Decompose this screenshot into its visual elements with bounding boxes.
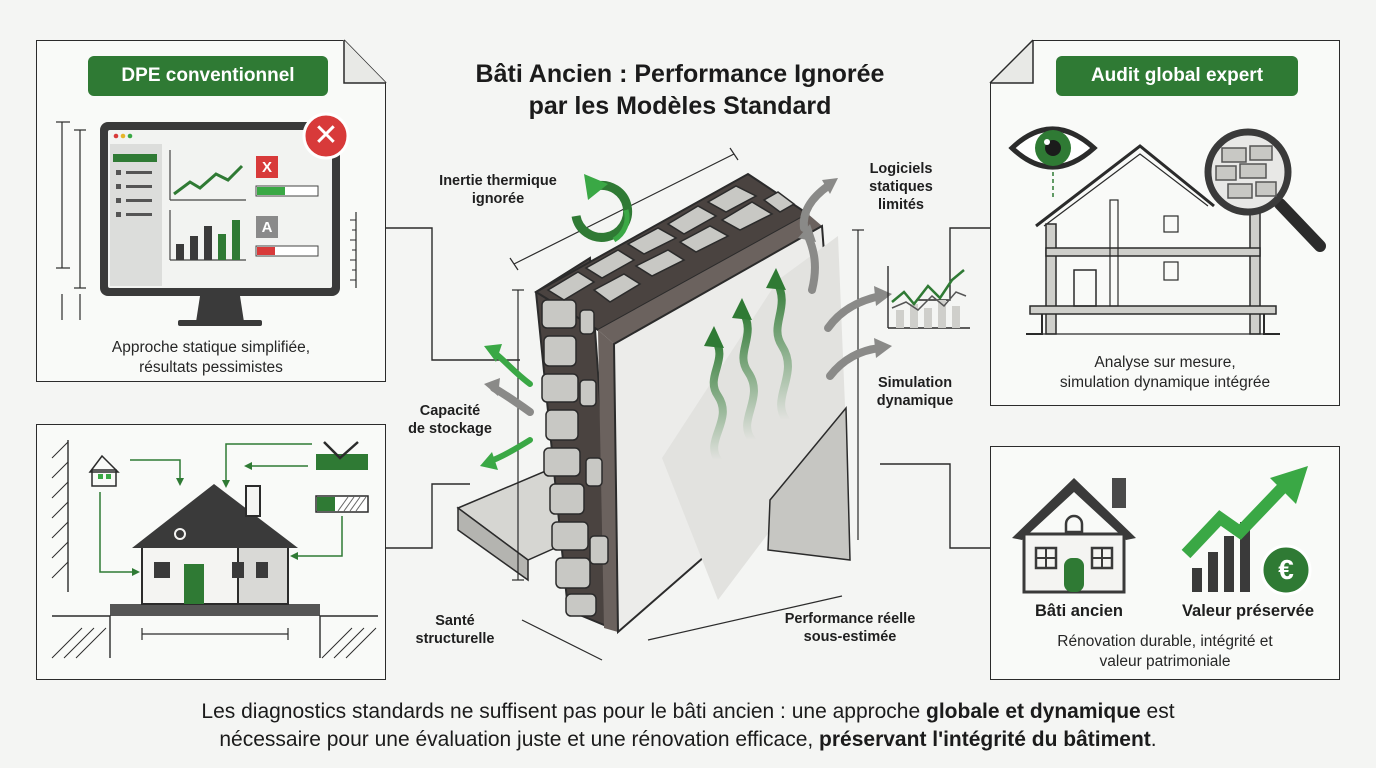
- cycle-arrow-icon: [571, 174, 633, 243]
- grade-x-label: X: [261, 159, 272, 176]
- label-performance-line-1: Performance réelle: [784, 611, 916, 627]
- label-software-line-1: Logiciels: [869, 161, 933, 177]
- label-storage: Capacité de stockage: [392, 402, 508, 438]
- grade-a-label: A: [261, 219, 273, 236]
- close-icon: ✕: [313, 119, 339, 152]
- audit-badge: Audit global expert: [1056, 56, 1298, 96]
- footer-line-1: Les diagnostics standards ne suffisent p…: [0, 698, 1376, 726]
- house-icon: [1012, 478, 1136, 594]
- footer-line-1-b: globale et dynamique: [926, 700, 1141, 723]
- eye-icon: [1008, 126, 1098, 170]
- label-health-line-2: structurelle: [415, 631, 495, 647]
- label-performance: Performance réelle sous-estimée: [760, 610, 940, 646]
- title-line-1: Bâti Ancien : Performance Ignorée: [475, 60, 885, 88]
- label-simulation-line-2: dynamique: [876, 393, 954, 409]
- label-storage-line-1: Capacité: [419, 403, 481, 419]
- euro-icon: [1260, 544, 1312, 596]
- label-health: Santé structurelle: [400, 612, 510, 648]
- value-item-1: Bâti ancien: [1034, 602, 1124, 620]
- dpe-caption-line-1: Approche statique simplifiée,: [111, 339, 311, 356]
- value-item-2: Valeur préservée: [1181, 602, 1315, 620]
- value-caption: Rénovation durable, intégrité et valeur …: [990, 632, 1340, 672]
- label-software-line-3: limités: [878, 197, 924, 213]
- value-illustration: [1012, 466, 1312, 596]
- monitor-illustration: [56, 112, 357, 326]
- growth-arrow-icon: [1181, 466, 1308, 592]
- footer-line-1-a: Les diagnostics standards ne suffisent p…: [201, 700, 926, 723]
- dpe-fold-line: [343, 39, 387, 84]
- label-inertia-line-1: Inertie thermique: [439, 173, 557, 189]
- footer-line-2-a: nécessaire pour une évaluation juste et …: [219, 728, 820, 751]
- footer-line-2-c: .: [1150, 728, 1157, 751]
- label-software-line-2: statiques: [869, 179, 933, 195]
- footer-line-1-c: est: [1140, 700, 1175, 723]
- value-caption-line-2: valeur patrimoniale: [1099, 653, 1231, 670]
- label-software: Logiciels statiques limités: [846, 160, 956, 214]
- dpe-caption: Approche statique simplifiée, résultats …: [36, 338, 386, 378]
- title-line-2: par les Modèles Standard: [528, 92, 832, 120]
- label-performance-line-2: sous-estimée: [803, 629, 897, 645]
- house-scheme-illustration: [51, 440, 378, 659]
- label-inertia-line-2: ignorée: [471, 191, 525, 207]
- value-caption-line-1: Rénovation durable, intégrité et: [1057, 633, 1273, 650]
- label-simulation-line-1: Simulation: [877, 375, 953, 391]
- audit-illustration: [1008, 126, 1326, 335]
- wall-section-illustration: [456, 147, 892, 661]
- label-simulation: Simulation dynamique: [860, 374, 970, 410]
- magnifier-icon: [1204, 128, 1326, 252]
- audit-caption: Analyse sur mesure, simulation dynamique…: [990, 353, 1340, 393]
- footer-line-2-b: préservant l'intégrité du bâtiment: [819, 728, 1151, 751]
- audit-fold-line: [989, 39, 1034, 84]
- dpe-caption-line-2: résultats pessimistes: [139, 359, 283, 376]
- page-title: Bâti Ancien : Performance Ignorée par le…: [400, 58, 960, 122]
- audit-caption-line-2: simulation dynamique intégrée: [1059, 374, 1271, 391]
- simulation-mini-chart: [887, 266, 970, 329]
- footer-line-2: nécessaire pour une évaluation juste et …: [0, 726, 1376, 754]
- label-health-line-1: Santé: [435, 613, 475, 629]
- label-storage-line-2: de stockage: [408, 421, 492, 437]
- label-inertia: Inertie thermique ignorée: [420, 172, 576, 208]
- audit-caption-line-1: Analyse sur mesure,: [1094, 354, 1236, 371]
- euro-symbol: €: [1278, 554, 1294, 585]
- dpe-badge: DPE conventionnel: [88, 56, 328, 96]
